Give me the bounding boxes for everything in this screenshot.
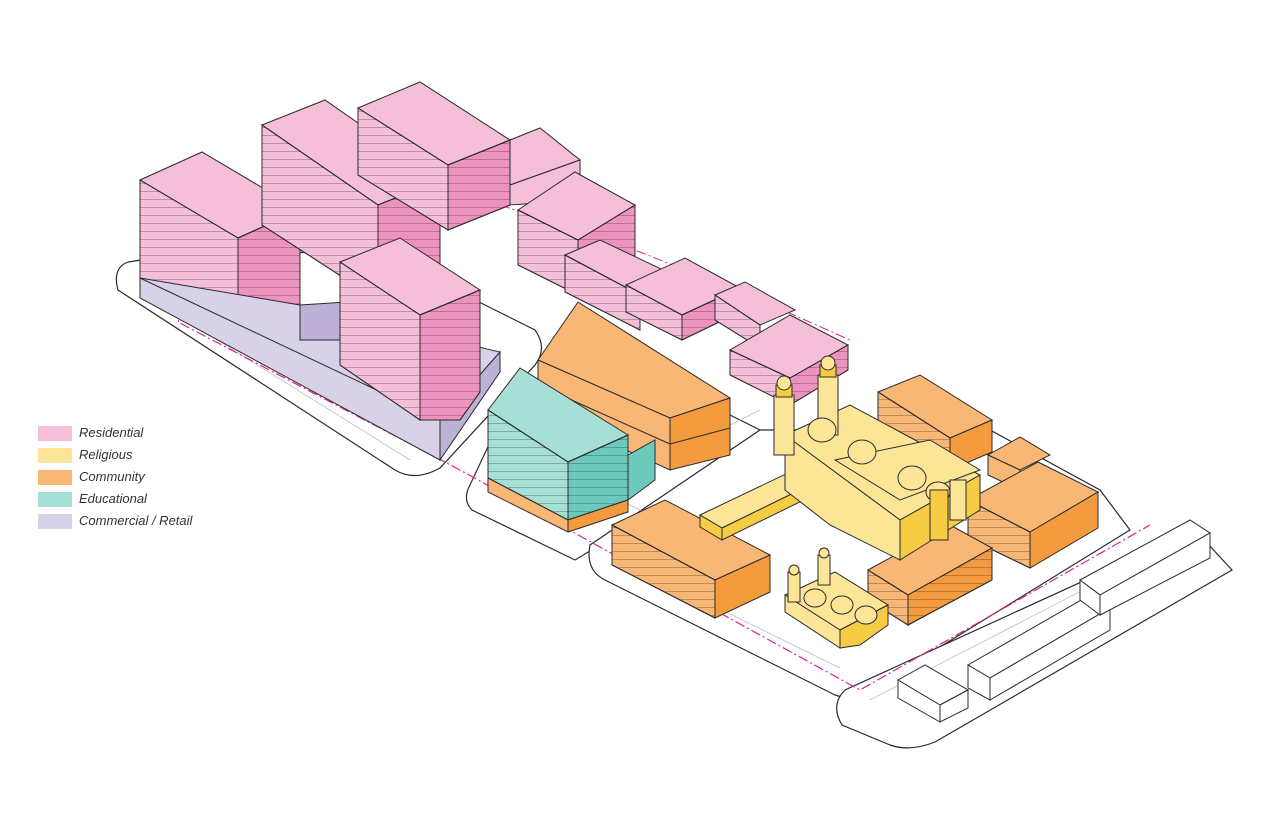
legend-swatch-community xyxy=(38,470,72,485)
legend-label-commercial: Commercial / Retail xyxy=(79,513,193,528)
legend-label-residential: Residential xyxy=(79,425,144,440)
residential-tower-south xyxy=(338,237,482,421)
legend-swatch-religious xyxy=(38,448,72,463)
community-block-south-east xyxy=(867,524,994,626)
legend-swatch-commercial xyxy=(38,514,72,529)
educational-building xyxy=(487,367,656,533)
legend-swatch-educational xyxy=(38,492,72,507)
community-block-south-west xyxy=(610,499,772,619)
residential-row-north xyxy=(356,81,850,406)
existing-row-buildings xyxy=(896,519,1211,723)
mosque-main xyxy=(773,355,982,561)
dome-1 xyxy=(807,417,837,443)
legend-label-community: Community xyxy=(79,469,145,484)
minaret-left xyxy=(773,394,795,456)
dome-3 xyxy=(897,465,927,491)
legend-swatch-residential xyxy=(38,426,72,441)
mosque-small xyxy=(783,547,890,649)
legend-label-religious: Religious xyxy=(79,447,133,462)
dome-2 xyxy=(847,439,877,465)
community-block-east xyxy=(966,436,1100,569)
legend-label-educational: Educational xyxy=(79,491,147,506)
